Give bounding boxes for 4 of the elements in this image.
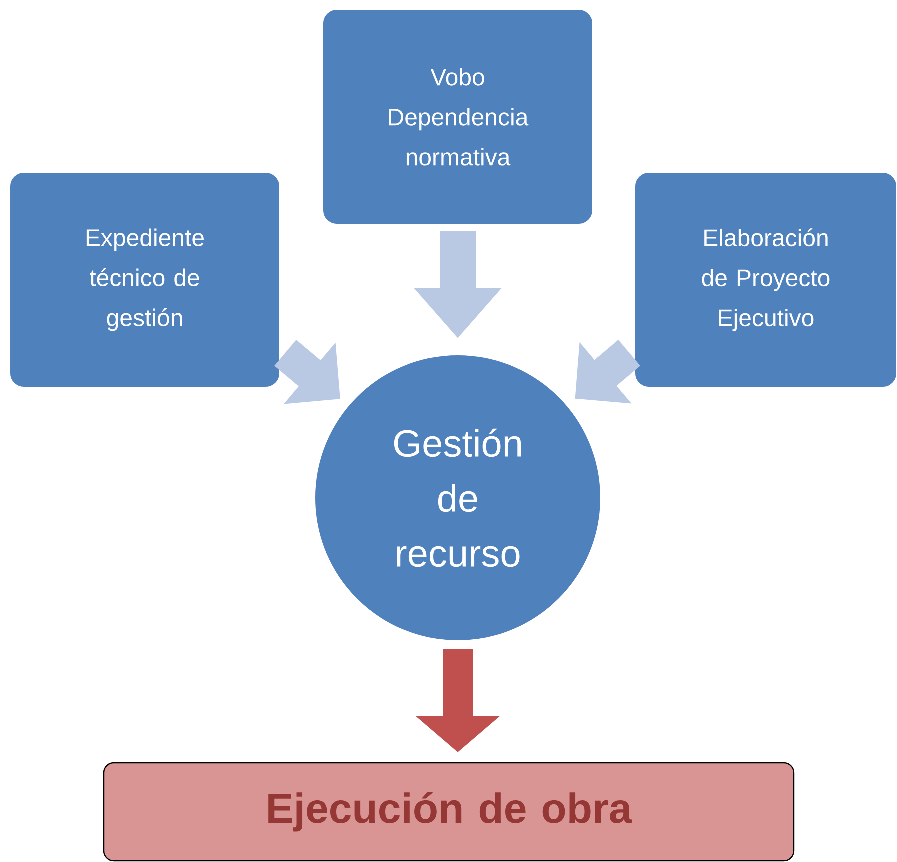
result-box: Ejecución de obra (103, 762, 795, 862)
process-box: Expediente técnico de gestión (10, 172, 280, 388)
process-box: Elaboración de Proyecto Ejecutivo (634, 172, 897, 388)
process-box: Vobo Dependencia normativa (322, 9, 594, 225)
